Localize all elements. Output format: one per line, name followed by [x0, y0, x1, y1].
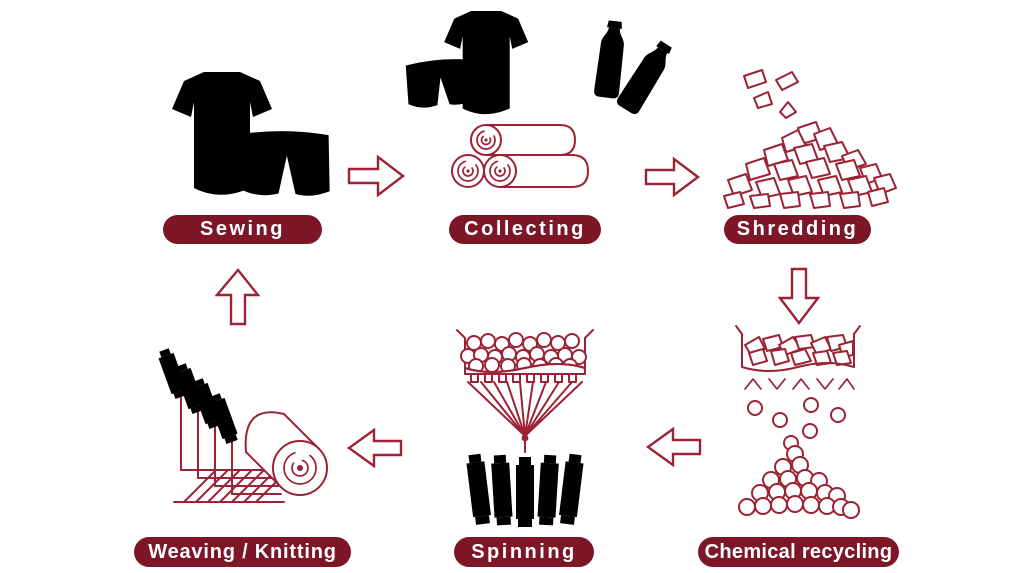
scraps-dissolving-to-pellets-icon: [735, 325, 861, 519]
hopper-pellets: [460, 332, 587, 374]
arrow-right-icon: [644, 156, 700, 198]
stage-label-text: Chemical recycling: [704, 540, 893, 563]
stage-label-sewing: Sewing: [163, 215, 322, 244]
stage-label-text: Sewing: [199, 218, 285, 240]
stage-label-text: Spinning: [471, 540, 577, 563]
pellet-hopper-yarn-bobbins-icon: [456, 329, 594, 527]
converging-strands: [467, 381, 583, 453]
scrap-pile: [723, 121, 897, 209]
tshirt-and-shorts-icon: [172, 72, 332, 198]
fabric-roll-bottom-left: [451, 154, 485, 188]
stage-label-shredding: Shredding: [724, 215, 871, 244]
stage-label-text: Shredding: [736, 218, 859, 240]
fabric-roll: [244, 411, 328, 496]
shorts-outline: [405, 57, 475, 109]
dissolving-tray: [735, 325, 861, 390]
plastic-bottle-icon: [614, 37, 677, 117]
stage-label-chemical-recycling: Chemical recycling: [698, 537, 899, 567]
stage-label-text: Weaving / Knitting: [148, 540, 337, 563]
fabric-roll-bottom: [483, 154, 589, 188]
warp-threads: [173, 396, 285, 503]
pellet-pile: [738, 445, 860, 519]
pellet-hopper: [456, 329, 594, 383]
stage-label-spinning: Spinning: [454, 537, 594, 567]
arrow-down-icon: [778, 267, 820, 325]
yarn-spools-fabric-roll-icon: [156, 347, 328, 503]
falling-pellets: [747, 397, 846, 451]
arrow-right-icon: [347, 154, 405, 198]
arrow-up-icon: [215, 268, 260, 326]
clothes-fabric-rolls-bottles-icon: [405, 11, 677, 188]
yarn-bobbins: [465, 453, 585, 527]
stage-label-weaving-knitting: Weaving / Knitting: [134, 537, 351, 567]
fabric-roll-top: [470, 124, 576, 156]
plastic-bottle-icon: [593, 19, 628, 100]
shorts-outline: [238, 129, 332, 198]
arrow-left-icon: [646, 426, 702, 468]
falling-scraps: [743, 69, 799, 119]
fabric-scraps-pile-icon: [723, 69, 897, 209]
arrow-left-icon: [347, 427, 403, 469]
stage-label-collecting: Collecting: [449, 215, 601, 244]
tray-scraps: [744, 334, 854, 366]
stage-label-text: Collecting: [464, 218, 586, 240]
